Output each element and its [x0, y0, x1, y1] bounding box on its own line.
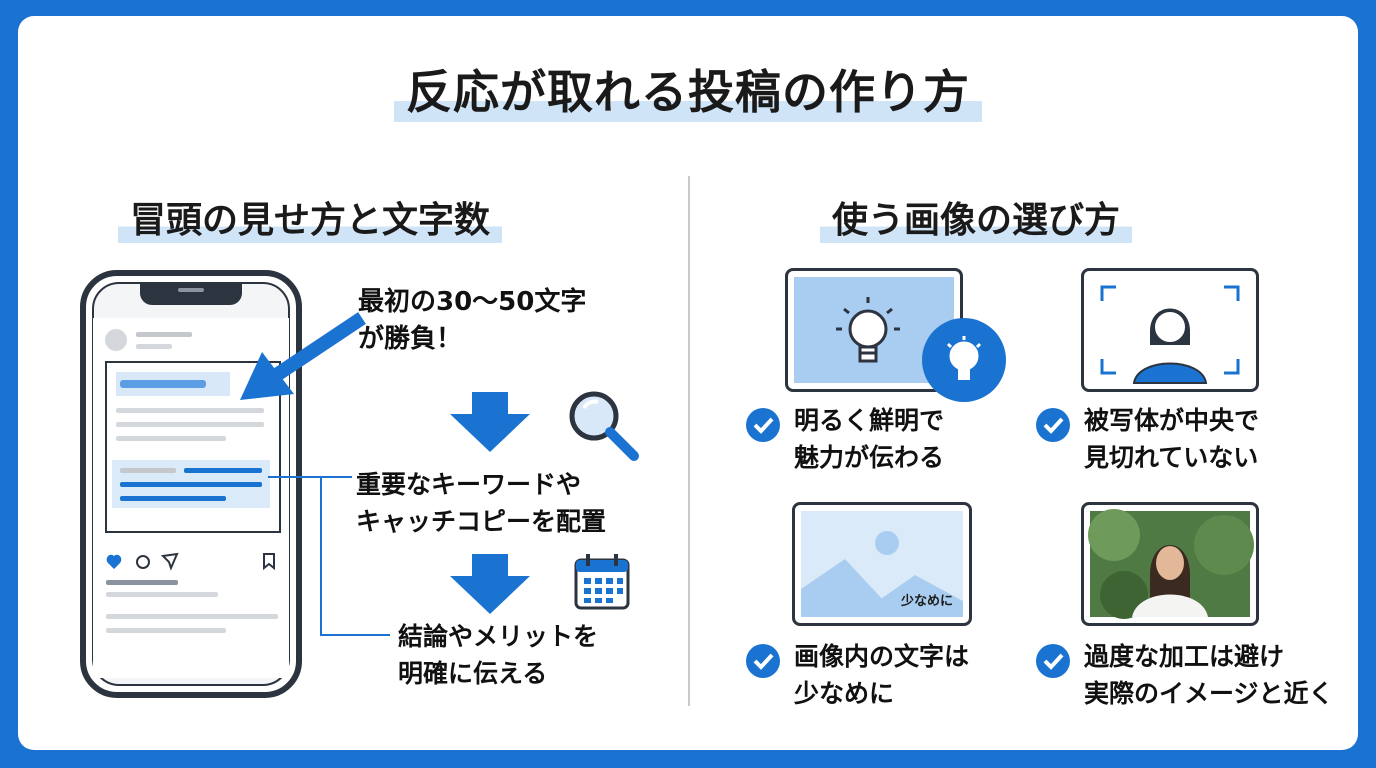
connector-line-bottom — [320, 634, 390, 636]
callout-1-line1: 最初の30〜50文字 — [358, 287, 587, 317]
callout-3-line2: 明確に伝える — [398, 659, 548, 688]
check-icon — [1036, 644, 1070, 678]
callout-3-line1: 結論やメリットを — [398, 622, 599, 651]
callout-keywords: 重要なキーワードや キャッチコピーを配置 — [356, 466, 606, 540]
check-icon — [746, 408, 780, 442]
tip-1-line1: 明るく鮮明で — [794, 406, 945, 435]
natural-photo-frame — [1081, 502, 1259, 626]
lightbulb-icon — [920, 316, 1008, 408]
centered-subject-frame — [1081, 268, 1259, 392]
tip-2-line1: 被写体が中央で — [1084, 406, 1260, 435]
tip-3-line2: 少なめに — [794, 679, 895, 708]
down-arrow-icon — [450, 392, 530, 458]
check-icon — [746, 644, 780, 678]
calendar-icon — [574, 552, 630, 614]
image-caption: 少なめに — [900, 594, 953, 609]
tip-2-line2: 見切れていない — [1084, 443, 1259, 472]
right-heading-wrap: 使う画像の選び方 — [820, 191, 1133, 243]
down-arrow-icon-2 — [450, 554, 530, 620]
callout-2-line1: 重要なキーワードや — [356, 470, 582, 499]
tip-minimal-text: 画像内の文字は 少なめに — [794, 638, 969, 712]
minimal-text-image-frame: 少なめに — [792, 502, 972, 626]
tip-natural-edit: 過度な加工は避け 実際のイメージと近く — [1084, 638, 1334, 712]
tip-centered: 被写体が中央で 見切れていない — [1084, 402, 1259, 476]
main-title: 反応が取れる投稿の作り方 — [394, 56, 982, 122]
callout-first-chars: 最初の30〜50文字 が勝負！ — [358, 284, 586, 358]
pointer-arrow-icon — [232, 308, 372, 412]
tip-4-line1: 過度な加工は避け — [1084, 642, 1285, 671]
callout-2-line2: キャッチコピーを配置 — [356, 507, 607, 536]
tip-4-line2: 実際のイメージと近く — [1084, 679, 1334, 708]
tip-1-line2: 魅力が伝わる — [794, 443, 945, 472]
tip-bright: 明るく鮮明で 魅力が伝わる — [794, 402, 944, 476]
right-heading: 使う画像の選び方 — [820, 191, 1133, 243]
tip-3-line1: 画像内の文字は — [794, 642, 970, 671]
main-title-wrap: 反応が取れる投稿の作り方 — [18, 56, 1358, 122]
left-heading: 冒頭の見せ方と文字数 — [118, 191, 503, 243]
section-divider — [688, 176, 690, 706]
magnifier-icon — [566, 388, 640, 466]
connector-line-vertical — [320, 476, 322, 636]
check-icon — [1036, 408, 1070, 442]
connector-line — [268, 476, 352, 478]
callout-1-line2: が勝負！ — [358, 324, 463, 354]
infographic-card: 反応が取れる投稿の作り方 冒頭の見せ方と文字数 — [18, 16, 1358, 750]
callout-conclusion: 結論やメリットを 明確に伝える — [398, 618, 598, 692]
left-heading-wrap: 冒頭の見せ方と文字数 — [118, 191, 503, 243]
smartphone-illustration — [80, 270, 302, 698]
